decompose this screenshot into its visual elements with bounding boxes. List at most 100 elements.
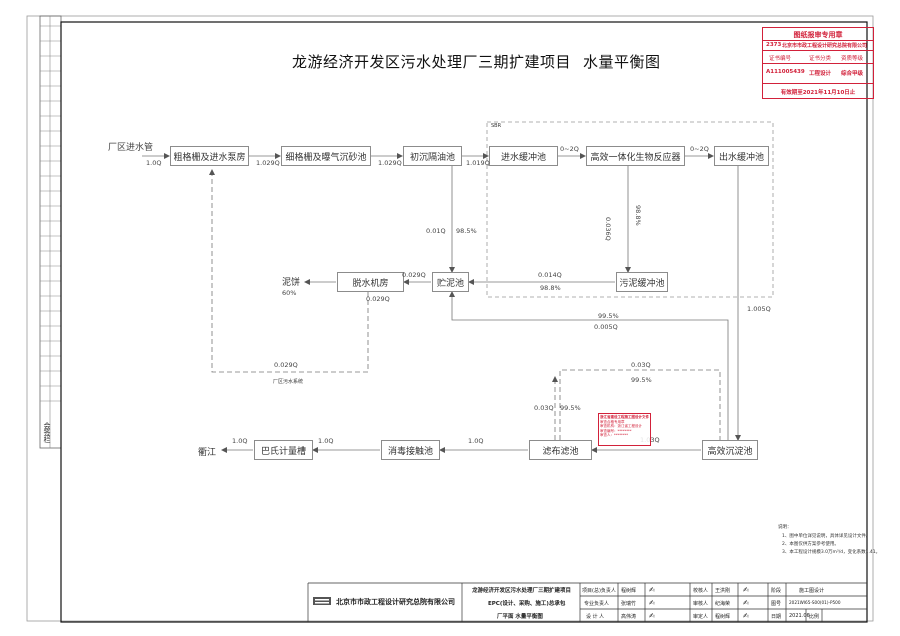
sludge-cake-label: 泥饼 (282, 278, 301, 288)
review-stamp-line: 浙江省建设工程施工图设计文件 (600, 415, 649, 419)
page-subtitle: 水量平衡图 (583, 53, 661, 71)
company-logo (313, 597, 331, 605)
page-title: 龙游经济开发区污水处理厂三期扩建项目 (292, 53, 572, 71)
tb-cell: 专业负责人 (584, 601, 610, 607)
q-label: 0.005Q (594, 323, 618, 331)
notes-line: 2、本图仅供方案参考使用。 (782, 542, 839, 547)
signature-6: ✍ (743, 612, 749, 620)
pct-label: 99.5% (631, 376, 652, 384)
notes-heading: 说明： (778, 525, 792, 530)
fine-screen-box: 细格栅及曝气沉砂池 (281, 146, 371, 166)
tb-cell: 审核人 (693, 601, 709, 607)
tb-cell: 高伟涛 (621, 614, 637, 620)
tb-cell: 施工图设计 (799, 588, 825, 594)
sludge-tank-box: 贮泥池 (432, 272, 469, 292)
q-label: 0~2Q (690, 145, 709, 153)
tb-cell: 2021.06 (789, 613, 810, 619)
plant-drain-label: 厂区污水系统 (273, 379, 304, 385)
q-label: 1.005Q (747, 305, 771, 313)
cloth-filter-box: 滤布滤池 (529, 440, 592, 460)
q-label: 0~2Q (560, 145, 579, 153)
tb-cell: 校核人 (693, 588, 709, 594)
tb-cell: 阶段 (771, 588, 782, 594)
q-label: 1.0Q (232, 437, 248, 445)
inlet-pipe-label: 厂区进水管 (108, 143, 154, 153)
q-label: 0.029Q (402, 271, 426, 279)
tb-cell: 程树辉 (715, 614, 731, 620)
tb-cell: 日期 (771, 614, 782, 620)
stamp-cert-no: 2373 (766, 42, 782, 48)
approval-stamp: 图纸报审专用章 2373 北京市市政工程设计研究总院有限公司 证书编号 证书分类… (762, 27, 874, 99)
signature-5: ✍ (649, 612, 655, 620)
q-label: 0.029Q (366, 295, 390, 303)
pct-label: 99.5% (560, 404, 581, 412)
stamp-header-2: 证书分类 (809, 56, 832, 62)
pct-label: 98.8% (540, 284, 561, 292)
coarse-screen-box: 粗格栅及进水泵房 (170, 146, 249, 166)
hi-eff-settle-box: 高效沉淀池 (702, 440, 758, 460)
stamp-header-1: 证书编号 (769, 56, 792, 62)
stamp-divider (763, 83, 873, 84)
title-block-project-2: EPC(设计、采购、施工)总承包 (488, 601, 566, 607)
signature-4: ✍ (743, 599, 749, 607)
outlet-buffer-box: 出水缓冲池 (714, 146, 769, 166)
sbr-label: SBR (491, 123, 502, 129)
pct-label: 99.5% (598, 312, 619, 320)
q-label: 0.014Q (538, 271, 562, 279)
review-stamp-line: 审查合格专用章 (600, 419, 625, 424)
stamp-company: 北京市市政工程设计研究总院有限公司 (782, 43, 868, 49)
q-label: 1.0Q (468, 437, 484, 445)
review-stamp-line: 审查编号：******** (600, 428, 632, 433)
stamp-divider (763, 63, 873, 64)
q-label: 1.0Q (146, 159, 162, 167)
review-stamp-line: 审查机构：浙江省工程设计 (600, 424, 642, 429)
signature-3: ✍ (649, 599, 655, 607)
stamp-heading: 图纸报审专用章 (793, 31, 843, 39)
q-label: 0.01Q (426, 227, 446, 235)
pct-label: 98.5% (456, 227, 477, 235)
tb-cell: 审定人 (693, 614, 709, 620)
q-label: 0.029Q (274, 361, 298, 369)
tb-cell: 图号 (771, 601, 782, 607)
signature-2: ✍ (743, 586, 749, 594)
stamp-validity: 有效期至2021年11月10日止 (780, 90, 856, 96)
q-label: 0.03Q (534, 404, 554, 412)
stamp-value-1: A111005439 (766, 69, 805, 75)
stamp-value-2: 工程设计 (809, 71, 832, 77)
q-label: 0.03Q (631, 361, 651, 369)
tb-cell: 比例 (809, 614, 820, 620)
tb-cell: 2021WI65-S00(01)-P500 (789, 600, 841, 605)
side-label: 会签栏 (43, 422, 51, 443)
outfall-label: 衢江 (198, 448, 217, 458)
title-block-project-1: 龙游经济开发区污水处理厂三期扩建项目 (472, 588, 572, 594)
notes-line: 3、本工程设计规模3.0万m³/d，变化系数1.41。 (782, 550, 881, 555)
tb-cell: 项目(总)负责人 (582, 588, 616, 594)
parshall-box: 巴氏计量槽 (254, 440, 313, 460)
q-label: 1.029Q (256, 159, 280, 167)
primary-settling-box: 初沉隔油池 (403, 146, 462, 166)
signature-1: ✍ (649, 586, 655, 594)
inlet-buffer-box: 进水缓冲池 (489, 146, 558, 166)
disinfection-box: 消毒接触池 (381, 440, 440, 460)
tb-cell: 纪海荣 (715, 601, 731, 607)
review-stamp-line: 审查人：******** (600, 433, 628, 438)
title-block-project-3: 厂平面 水量平衡图 (497, 614, 543, 620)
sludge-buffer-box: 污泥缓冲池 (616, 272, 668, 292)
sludge-cake-pct: 60% (282, 289, 297, 297)
q-label: 1.029Q (378, 159, 402, 167)
q-label: 1.0Q (318, 437, 334, 445)
stamp-divider (763, 50, 873, 51)
stamp-divider (763, 40, 873, 41)
tb-cell: 王洪刚 (715, 588, 731, 594)
q-label: 1.019Q (466, 159, 490, 167)
tb-cell: 程树辉 (621, 588, 637, 594)
stamp-value-3: 综合甲级 (841, 71, 864, 77)
stamp-header-3: 资质等级 (841, 56, 864, 62)
dewatering-box: 脱水机房 (337, 272, 404, 292)
tb-cell: 设 计 人 (586, 614, 605, 620)
bioreactor-box: 高效一体化生物反应器 (586, 146, 685, 166)
